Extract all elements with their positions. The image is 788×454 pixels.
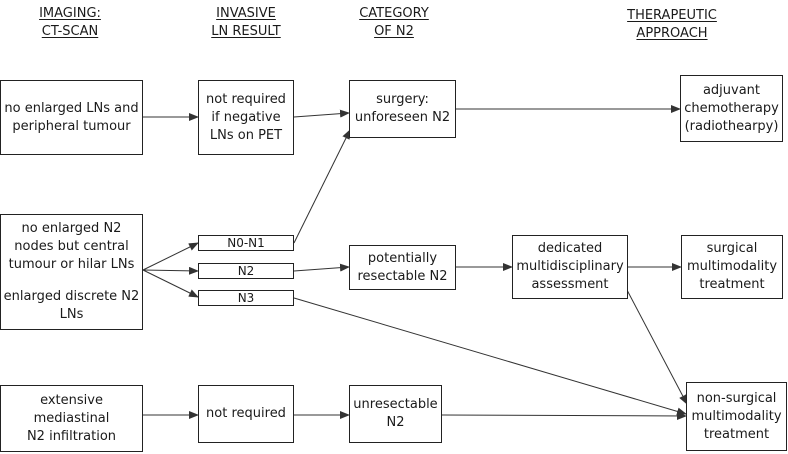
header-invasive-line2: LN RESULT [211,24,281,39]
text-line: resectable N2 [357,268,448,284]
arrow-central-to-n2 [142,266,199,275]
box-unresectable: unresectable N2 [349,385,442,443]
header-therapeutic: THERAPEUTIC APPROACH [612,7,732,43]
text-line: LNs [59,307,84,322]
text-line: adjuvant [702,82,761,98]
header-invasive-line1: INVASIVE [216,6,276,21]
text-line: mediastinal [33,410,110,426]
header-category-line2: OF N2 [374,24,414,39]
arrow-central-to-n3 [142,269,199,298]
box-not-required: not required [198,385,294,443]
arrow-assessment-to-nonsurgical [626,289,688,405]
text-line: if negative [211,109,281,125]
text-line: treatment [703,426,770,442]
arrow-n2-to-resectable [293,263,350,272]
arrow-central-to-n0n1 [142,242,199,271]
header-imaging-line2: CT-SCAN [41,24,99,39]
box-n2: N2 [198,263,294,279]
text-line: N2 [237,264,255,278]
header-category: CATEGORY OF N2 [346,5,442,41]
text-line: nodes but central [14,239,129,254]
text-line: treatment [699,277,765,292]
arrow-unresectable-to-nonsurgical [441,411,687,420]
header-imaging: IMAGING: CT-SCAN [20,5,120,41]
box-multidisciplinary-assessment: dedicated multidisciplinary assessment [512,235,628,299]
header-therapeutic-line1: THERAPEUTIC [627,8,717,23]
text-line: no enlarged LNs and [4,100,139,116]
text-line: not required [206,91,286,107]
box-adjuvant-chemotherapy: adjuvant chemotherapy (radiothearpy) [680,75,783,142]
text-line: LNs on PET [209,127,283,143]
header-therapeutic-line2: APPROACH [636,26,708,41]
text-line: no enlarged N2 [21,221,122,236]
header-category-line1: CATEGORY [359,6,429,21]
arrow-pet-to-unforeseen [293,109,350,118]
text-line: extensive [40,392,103,408]
text-line: multimodality [686,259,778,274]
text-line: potentially [367,250,438,266]
box-peripheral-tumour: no enlarged LNs and peripheral tumour [0,80,143,155]
text-line: N2 infiltration [26,428,117,444]
arrow-n3-to-nonsurgical [293,297,687,416]
text-line: non-surgical [696,390,777,406]
box-nonsurgical-multimodality: non-surgical multimodality treatment [686,382,787,451]
text-line: (radiothearpy) [684,118,779,134]
text-line: chemotherapy [684,100,779,116]
box-surgical-multimodality: surgical multimodality treatment [681,235,783,299]
text-line: assessment [531,277,609,292]
box-n3: N3 [198,290,294,306]
text-line: N2 [386,415,405,430]
text-line: enlarged discrete N2 [3,289,140,304]
text-line: tumour or hilar LNs [8,257,135,272]
arrow-n0n1-to-unforeseen [293,129,351,244]
box-potentially-resectable: potentially resectable N2 [349,245,456,290]
text-line: multimodality [691,408,782,424]
text-line: not required [206,406,286,421]
text-line: N0-N1 [227,236,265,250]
text-line: unforeseen N2 [354,110,451,125]
box-surgery-unforeseen: surgery: unforeseen N2 [349,80,456,138]
box-central-discrete: no enlarged N2 nodes but central tumour … [0,214,143,330]
header-imaging-line1: IMAGING: [39,6,101,21]
text-line: N3 [237,291,255,305]
text-line: surgical [706,241,758,256]
text-line: dedicated [537,241,603,256]
text-line: peripheral tumour [12,118,131,134]
text-line: surgery: [376,92,429,107]
box-not-required-pet: not required if negative LNs on PET [198,80,294,155]
box-n0-n1: N0-N1 [198,235,294,251]
box-extensive-infiltration: extensive mediastinal N2 infiltration [0,385,143,452]
text-line: unresectable [353,397,438,412]
header-invasive: INVASIVE LN RESULT [196,5,296,41]
text-line: multidisciplinary [516,259,624,274]
